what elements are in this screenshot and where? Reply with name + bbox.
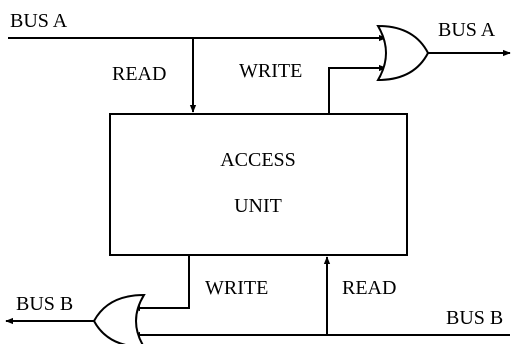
- read-top-label: READ: [112, 63, 166, 85]
- bus-b-input-label: BUS B: [446, 307, 503, 329]
- access-unit-title-line2: UNIT: [234, 195, 282, 217]
- access-unit-box: [109, 113, 408, 256]
- or-gate-bus-a: [376, 24, 430, 82]
- bus-b-output-label: BUS B: [16, 293, 73, 315]
- bus-a-output-label: BUS A: [438, 19, 496, 41]
- write-bottom-line: [132, 255, 190, 312]
- read-bottom-label: READ: [342, 277, 396, 299]
- write-top-line: [328, 64, 387, 114]
- access-unit-title-line1: ACCESS: [220, 149, 296, 171]
- write-bottom-label: WRITE: [205, 277, 268, 299]
- bus-a-input-label: BUS A: [10, 10, 68, 32]
- write-top-label: WRITE: [239, 60, 302, 82]
- or-gate-bus-b: [92, 293, 146, 344]
